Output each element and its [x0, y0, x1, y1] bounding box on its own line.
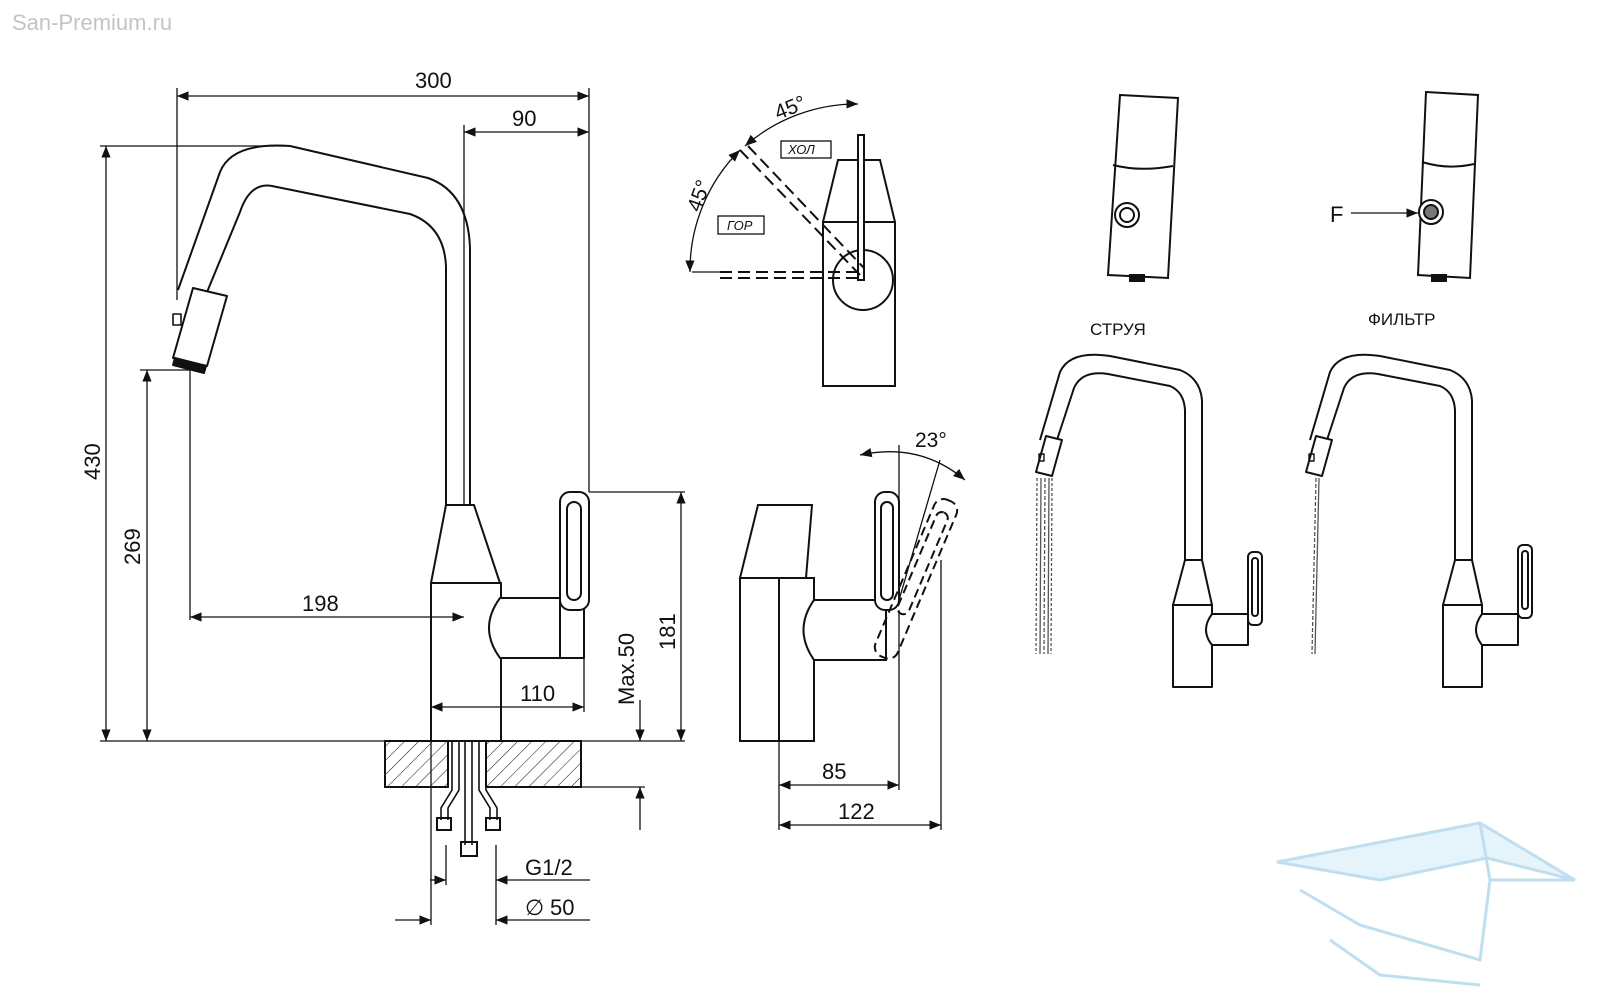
stream-label: СТРУЯ: [1090, 320, 1146, 339]
dim-max-deck: Max.50: [614, 633, 639, 705]
body-cone: [430, 504, 501, 584]
stream-button: [1114, 202, 1140, 228]
watermark-text: San-Premium.ru: [12, 10, 173, 35]
stream-faucet: [1035, 353, 1263, 688]
dim-spout-reach: 198: [302, 591, 339, 616]
hot-label: ГОР: [727, 218, 753, 233]
dim-handle-height: 181: [655, 613, 680, 650]
pull-out-head: [172, 287, 228, 367]
top-lever: [857, 134, 865, 281]
side-body: [739, 577, 815, 742]
stream-water: [1035, 477, 1053, 655]
dim-side-total: 122: [838, 799, 875, 824]
hot-label-box: [717, 215, 765, 235]
top-view: [685, 99, 896, 387]
dim-overall-width: 300: [415, 68, 452, 93]
side-lever-handle: [874, 491, 900, 611]
dim-handle-reach: 110: [520, 681, 555, 706]
dim-spout-height: 269: [120, 528, 145, 565]
countertop: [384, 740, 582, 788]
front-dimension-labels: 300 90 430 269 198 110 181 Max.50 G1/2 ∅…: [80, 68, 680, 920]
side-cone: [738, 504, 814, 579]
diameter-symbol: ∅: [525, 895, 544, 920]
angle-tilt: 23°: [915, 429, 947, 452]
lever-slot: [566, 501, 582, 601]
dim-height-total: 430: [80, 443, 105, 480]
spray-head-filter: [1351, 90, 1480, 282]
side-dimensions: [778, 560, 942, 830]
cold-label-box: [780, 140, 832, 159]
front-dimensions: [100, 88, 686, 925]
tilted-lever: [873, 498, 959, 660]
countertop-right: [485, 740, 582, 788]
filter-button-label: F: [1330, 202, 1343, 227]
dim-side-depth: 85: [822, 759, 846, 784]
spout-outer: [177, 144, 471, 505]
dim-hole-diameter: 50: [550, 895, 574, 920]
head-tip: [172, 357, 207, 374]
top-view-labels: ГОР ХОЛ 45° 45°: [683, 91, 815, 233]
front-view: [172, 144, 590, 742]
side-lever-slot: [880, 501, 894, 601]
watermark-logo: [1276, 821, 1576, 987]
side-labels: 23° 85 122: [822, 429, 947, 824]
angle-hot: 45°: [683, 177, 715, 215]
filter-water: [1311, 477, 1320, 655]
countertop-left: [384, 740, 449, 788]
side-lever-arm: [802, 599, 887, 661]
dim-thread: G1/2: [525, 855, 573, 880]
lever-arm: [488, 597, 561, 659]
filter-faucet: [1305, 353, 1533, 688]
head-button: [172, 313, 182, 326]
spout-inner: [204, 184, 447, 505]
spray-head-stream: [1106, 93, 1180, 282]
supply-hoses: [436, 741, 501, 857]
filter-label: ФИЛЬТР: [1368, 310, 1435, 329]
cold-label: ХОЛ: [787, 142, 815, 157]
lever-handle: [559, 491, 590, 611]
dim-spout-offset: 90: [512, 106, 536, 131]
side-view: [738, 445, 966, 742]
angle-cold: 45°: [771, 91, 809, 124]
body-base: [430, 582, 502, 742]
